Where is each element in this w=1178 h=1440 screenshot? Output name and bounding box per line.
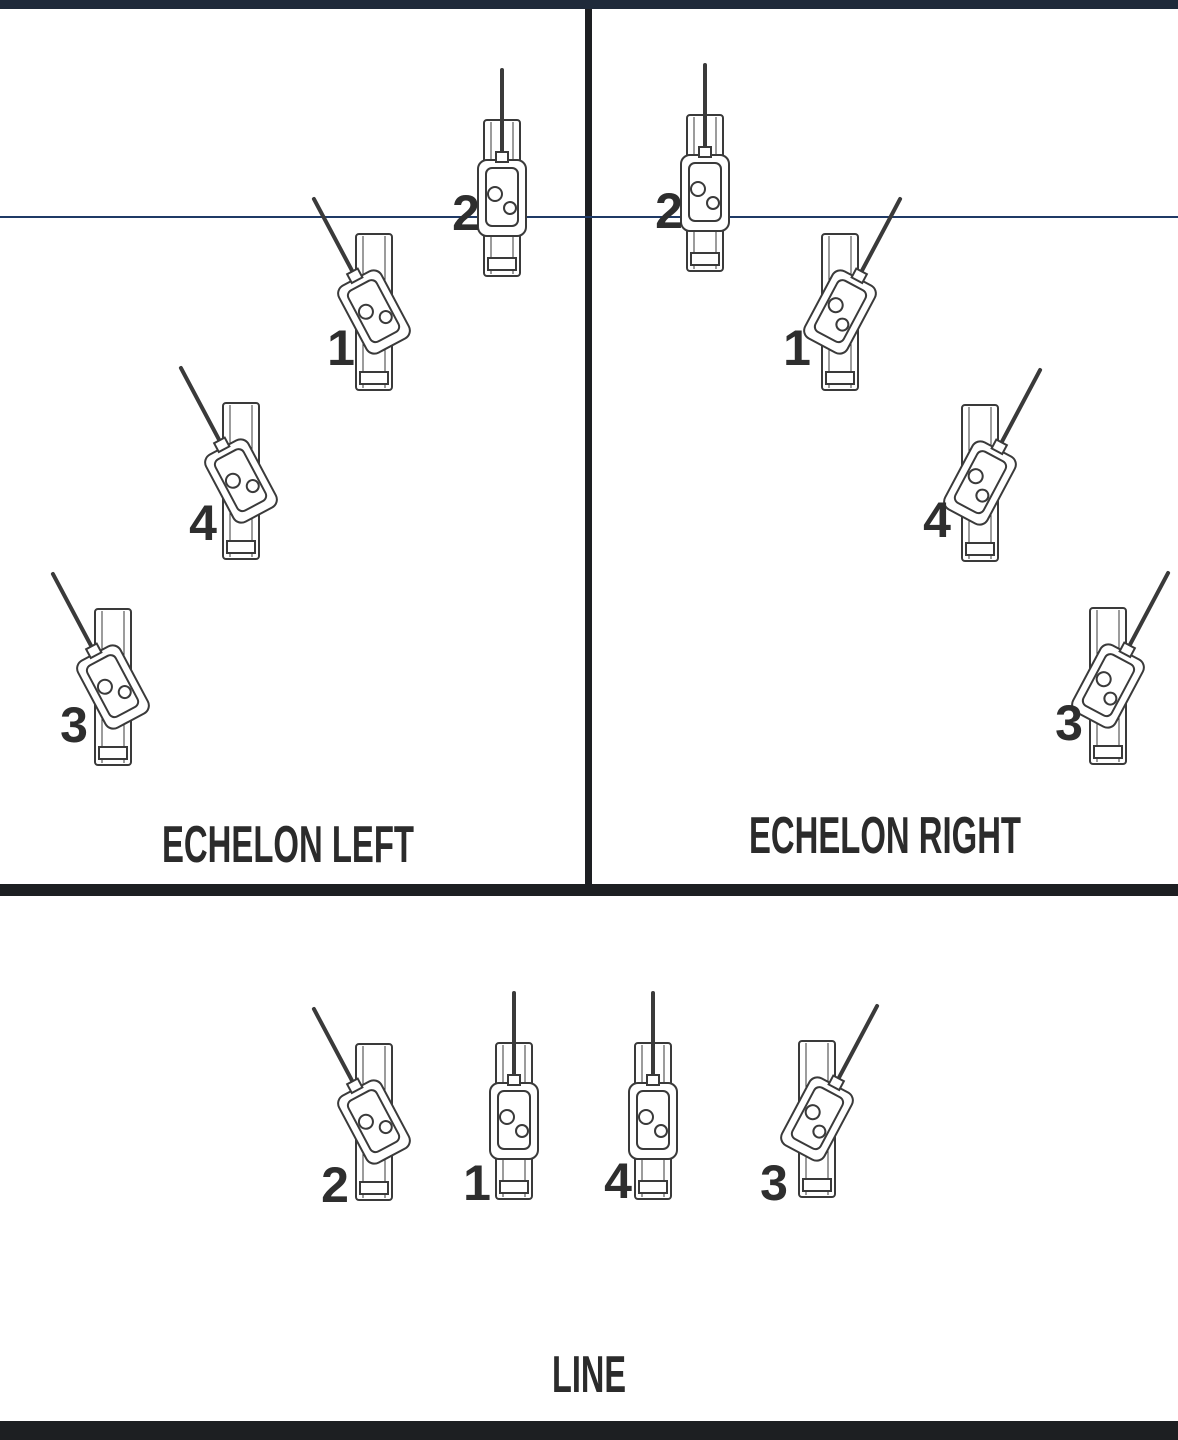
tank-gun-barrel bbox=[181, 368, 225, 451]
tank-turret bbox=[1069, 562, 1178, 731]
tank-engine-deck bbox=[826, 372, 854, 384]
tank-icon bbox=[629, 993, 677, 1199]
panel-divider-horizontal bbox=[0, 884, 1178, 896]
bottom-border bbox=[0, 1421, 1178, 1440]
tank-icon bbox=[941, 359, 1061, 561]
tank-gun-barrel bbox=[314, 199, 358, 282]
tank-hatch bbox=[504, 202, 516, 214]
tank-gun-barrel bbox=[314, 1009, 358, 1092]
tank-mantlet bbox=[699, 147, 711, 157]
tank-turret bbox=[32, 563, 152, 732]
tank-gun-barrel bbox=[833, 1006, 877, 1089]
tank-hatch bbox=[655, 1125, 667, 1137]
line-caption: LINE bbox=[552, 1346, 626, 1404]
tank-icon bbox=[160, 357, 280, 559]
line-panel: 2 1 4 3 LINE bbox=[293, 993, 899, 1404]
tank-number: 4 bbox=[189, 495, 217, 551]
tank-turret bbox=[293, 998, 413, 1167]
tank-turret bbox=[801, 188, 921, 357]
tank-number: 2 bbox=[321, 1157, 349, 1213]
tank-hatch bbox=[488, 187, 502, 201]
tank-engine-deck bbox=[691, 253, 719, 265]
tank-engine-deck bbox=[639, 1181, 667, 1193]
tank-mantlet bbox=[647, 1075, 659, 1085]
tank-gun-barrel bbox=[53, 574, 97, 657]
tank-turret bbox=[941, 359, 1061, 528]
tank-engine-deck bbox=[227, 541, 255, 553]
tank-number: 4 bbox=[923, 492, 951, 548]
tank-gun-barrel bbox=[1124, 573, 1168, 656]
tank-number: 1 bbox=[327, 320, 355, 376]
tank-number: 1 bbox=[783, 320, 811, 376]
top-border bbox=[0, 0, 1178, 9]
tank-engine-deck bbox=[966, 543, 994, 555]
echelon-left-panel: 2 1 4 3 ECHELON LEFT bbox=[32, 70, 526, 874]
echelon-right-panel: 2 1 4 3 ECHELON RIGHT bbox=[655, 65, 1178, 865]
tank-engine-deck bbox=[360, 1182, 388, 1194]
tank-hatch bbox=[707, 197, 719, 209]
tank-engine-deck bbox=[1094, 746, 1122, 758]
panel-divider-vertical bbox=[585, 9, 592, 889]
tank-icon bbox=[293, 998, 413, 1200]
tank-icon bbox=[801, 188, 921, 390]
tank-turret bbox=[160, 357, 280, 526]
tank-gun-barrel bbox=[996, 370, 1040, 453]
tank-number: 2 bbox=[655, 183, 683, 239]
tank-number: 3 bbox=[60, 697, 88, 753]
tank-number: 3 bbox=[1055, 695, 1083, 751]
tank-mantlet bbox=[508, 1075, 520, 1085]
tank-icon bbox=[490, 993, 538, 1199]
tank-icon bbox=[32, 563, 152, 765]
tank-engine-deck bbox=[500, 1181, 528, 1193]
tank-number: 2 bbox=[452, 185, 480, 241]
tank-number: 1 bbox=[463, 1155, 491, 1211]
tank-gun-barrel bbox=[856, 199, 900, 282]
tank-hatch bbox=[500, 1110, 514, 1124]
tank-turret bbox=[778, 995, 898, 1164]
tank-hatch bbox=[516, 1125, 528, 1137]
tank-engine-deck bbox=[99, 747, 127, 759]
tank-number: 4 bbox=[604, 1153, 632, 1209]
tank-hatch bbox=[639, 1110, 653, 1124]
tank-icon bbox=[478, 70, 526, 276]
tank-engine-deck bbox=[803, 1179, 831, 1191]
echelon-left-caption: ECHELON LEFT bbox=[162, 816, 414, 874]
tank-engine-deck bbox=[360, 372, 388, 384]
echelon-right-caption: ECHELON RIGHT bbox=[749, 807, 1021, 865]
tank-hatch bbox=[691, 182, 705, 196]
tank-mantlet bbox=[496, 152, 508, 162]
tank-icon bbox=[1069, 562, 1178, 764]
tank-engine-deck bbox=[488, 258, 516, 270]
tank-icon bbox=[681, 65, 729, 271]
tank-number: 3 bbox=[760, 1155, 788, 1211]
tank-icon bbox=[778, 995, 898, 1197]
